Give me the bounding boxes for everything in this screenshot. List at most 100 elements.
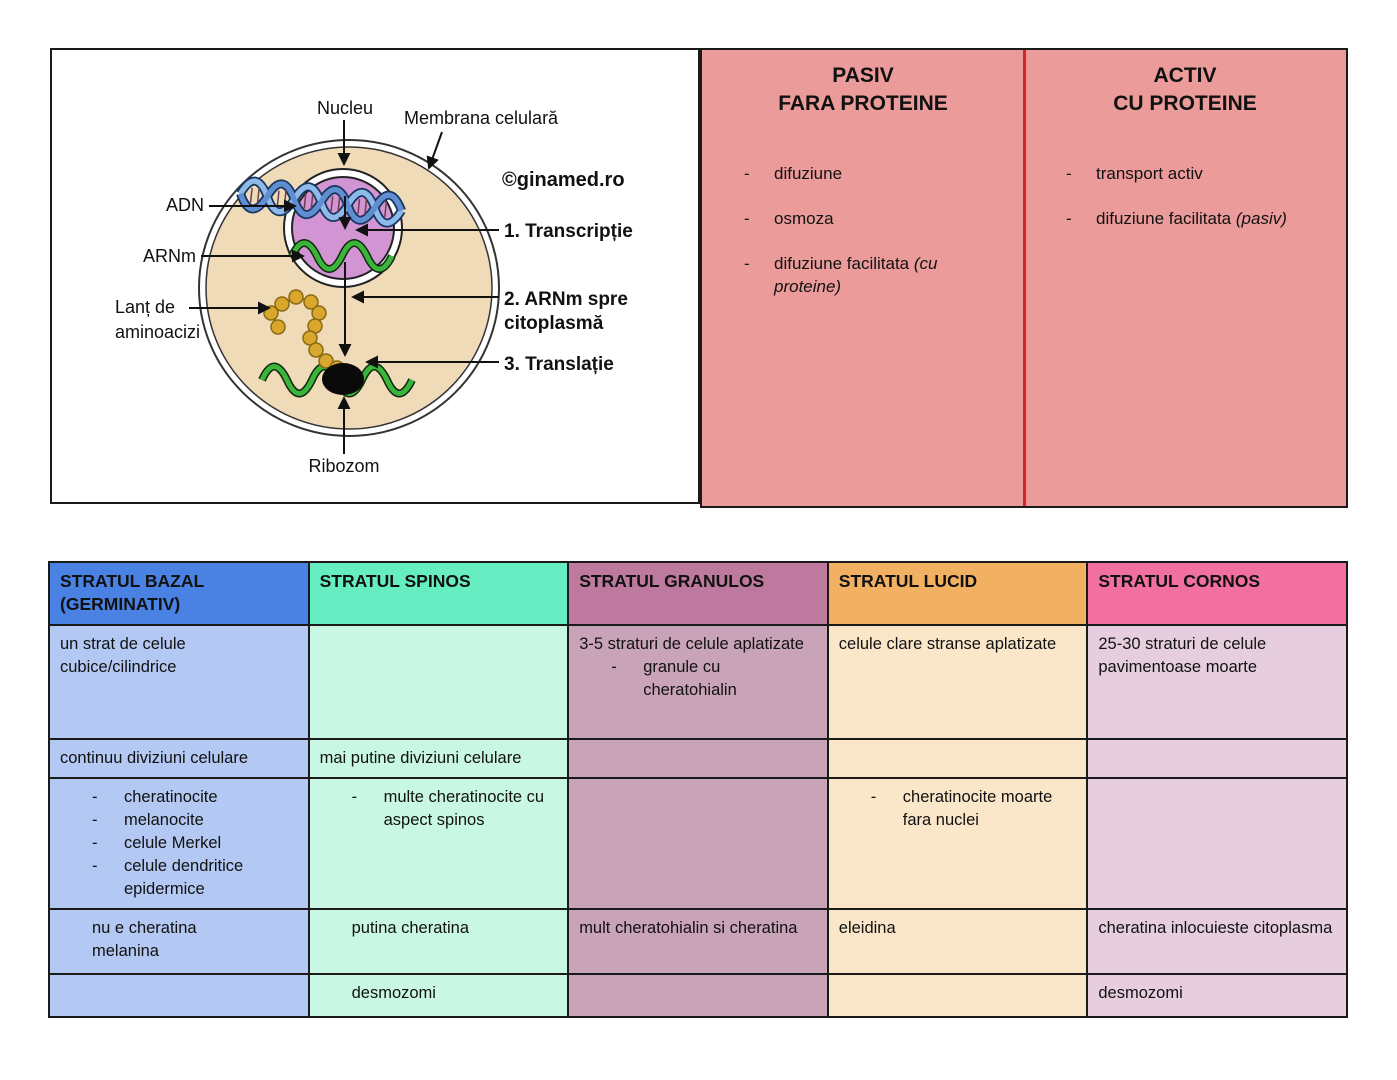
strata-row: un strat de celule cubice/cilindrice 3-5 … xyxy=(48,624,1348,740)
cell-diagram: Nucleu Membrana celulară ©ginamed.ro ADN… xyxy=(115,98,633,476)
strata-cell: 25-30 straturi de celule pavimentoase mo… xyxy=(1086,624,1348,740)
strata-row: continuu diviziuni celulare mai putine di… xyxy=(48,738,1348,779)
bullet-text: cheratinocite xyxy=(124,788,218,806)
cell-text: nu e cheratina melanina xyxy=(92,919,197,960)
strata-cell: 3-5 straturi de celule aplatizate - granul… xyxy=(567,624,829,740)
bullet-text: granule cu cheratohialin xyxy=(643,658,737,699)
transport-item: - difuziune facilitata (pasiv) xyxy=(1024,207,1346,230)
active-column: ACTIV CU PROTEINE -transport activ-difuz… xyxy=(1024,50,1346,506)
bullet-text: celule Merkel xyxy=(124,834,222,852)
bullet-dash: - xyxy=(744,164,750,183)
cell-bullet: - celule dendritice epidermice xyxy=(60,855,298,901)
bullet-dash: - xyxy=(92,857,98,875)
bullet-dash: - xyxy=(744,254,750,273)
watermark: ©ginamed.ro xyxy=(502,169,625,191)
bullet-text: cheratinocite moarte fara nuclei xyxy=(902,788,1053,829)
strata-row: -cheratinocite-melanocite-celule Merkel-… xyxy=(48,777,1348,910)
strata-cell: desmozomi xyxy=(307,973,570,1018)
cell-text: cheratina inlocuieste citoplasma xyxy=(1098,919,1333,937)
strata-cell xyxy=(826,738,1089,779)
strata-header-cell: STRATUL GRANULOS xyxy=(567,561,829,626)
label-amino-chain-1: Lanț de xyxy=(115,297,175,317)
bullet-dash: - xyxy=(611,658,617,676)
transport-item-text: difuziune facilitata (pasiv) xyxy=(1096,209,1287,228)
strata-header-cell: STRATUL LUCID xyxy=(826,561,1089,626)
bullet-dash: - xyxy=(92,788,98,806)
strata-cell: mult cheratohialin si cheratina xyxy=(567,908,829,975)
diagram-arrows xyxy=(189,120,499,454)
strata-cell xyxy=(567,777,829,910)
transport-item-text: difuziune facilitata (cu proteine) xyxy=(774,254,938,296)
cell-bullet: - celule Merkel xyxy=(60,832,298,855)
transport-item: - difuziune facilitata (cu proteine) xyxy=(702,252,1024,298)
active-title: ACTIV CU PROTEINE xyxy=(1113,64,1257,115)
label-amino-chain-2: aminoacizi xyxy=(115,322,200,342)
cell-text: 3-5 straturi de celule aplatizate xyxy=(579,635,804,653)
bullet-dash: - xyxy=(92,834,98,852)
ribosome xyxy=(322,363,364,395)
strata-cell: celule clare stranse aplatizate xyxy=(826,624,1089,740)
strata-cell: -cheratinocite-melanocite-celule Merkel-… xyxy=(48,777,310,910)
passive-list: - difuziune - osmoza - difuziune facilitata (… xyxy=(702,162,1024,298)
label-ribosome: Ribozom xyxy=(308,456,379,476)
cell-text: continuu diviziuni celulare xyxy=(60,749,249,767)
strata-table: STRATUL BAZAL (GERMINATIV)STRATUL SPINOS… xyxy=(48,561,1348,1018)
strata-header-cell: STRATUL BAZAL (GERMINATIV) xyxy=(48,561,310,626)
transport-item-text: difuziune xyxy=(774,164,843,183)
cell-bullet: -cheratinocite moarte fara nuclei xyxy=(839,786,1077,832)
cell-bullet: - cheratinocite xyxy=(60,786,298,809)
label-nucleus: Nucleu xyxy=(317,98,373,118)
label-step1: 1. Transcripție xyxy=(504,221,633,242)
label-step3: 3. Translație xyxy=(504,354,614,375)
transport-item: -transport activ xyxy=(1024,162,1346,185)
strata-cell: mai putine diviziuni celulare xyxy=(307,738,570,779)
strata-cell xyxy=(48,973,310,1018)
label-dna: ADN xyxy=(166,195,204,215)
strata-cell xyxy=(307,624,570,740)
strata-cell xyxy=(826,973,1089,1018)
label-mrna: ARNm xyxy=(143,246,196,266)
strata-row: desmozomi desmozomi xyxy=(48,973,1348,1018)
bullet-dash: - xyxy=(744,209,750,228)
bullet-text: melanocite xyxy=(124,811,204,829)
dna-helix xyxy=(236,176,406,228)
cell-diagram-panel: Nucleu Membrana celulară ©ginamed.ro ADN… xyxy=(50,48,700,504)
strata-table-wrap: STRATUL BAZAL (GERMINATIV)STRATUL SPINOS… xyxy=(48,561,1348,1018)
passive-column: PASIV FARA PROTEINE - difuziune - osmoza - di… xyxy=(702,50,1024,506)
strata-cell xyxy=(567,738,829,779)
strata-cell: nu e cheratina melanina xyxy=(48,908,310,975)
strata-cell xyxy=(567,973,829,1018)
cell-bullet: -multe cheratinocite cu aspect spinos xyxy=(320,786,558,832)
strata-header-cell: STRATUL SPINOS xyxy=(307,561,570,626)
bullet-text: celule dendritice epidermice xyxy=(124,857,244,898)
cell-bullet: - granule cu cheratohialin xyxy=(579,656,817,702)
panel-divider xyxy=(1023,50,1026,506)
mrna-wave-nucleus xyxy=(288,239,396,273)
cell-text: un strat de celule cubice/cilindrice xyxy=(60,635,186,676)
strata-cell: cheratina inlocuieste citoplasma xyxy=(1086,908,1348,975)
strata-cell xyxy=(1086,777,1348,910)
strata-cell xyxy=(1086,738,1348,779)
strata-cell: -multe cheratinocite cu aspect spinos xyxy=(307,777,570,910)
cell-text: desmozomi xyxy=(1098,984,1183,1002)
passive-title: PASIV FARA PROTEINE xyxy=(778,64,948,115)
cell-text: 25-30 straturi de celule pavimentoase mo… xyxy=(1098,635,1267,676)
cell-bullet: - melanocite xyxy=(60,809,298,832)
strata-header-cell: STRATUL CORNOS xyxy=(1086,561,1348,626)
bullet-dash: - xyxy=(92,811,98,829)
transport-item: - osmoza xyxy=(702,207,1024,230)
active-list: -transport activ-difuziune facilitata (p… xyxy=(1024,162,1346,230)
cell-text: eleidina xyxy=(838,919,896,937)
bullet-dash: - xyxy=(1066,164,1072,183)
bullet-text: multe cheratinocite cu aspect spinos xyxy=(383,788,545,829)
cytoplasm xyxy=(205,146,493,430)
bullet-dash: - xyxy=(1066,209,1072,228)
strata-cell: desmozomi xyxy=(1086,973,1348,1018)
strata-cell: un strat de celule cubice/cilindrice xyxy=(48,624,310,740)
strata-cell: -cheratinocite moarte fara nuclei xyxy=(826,777,1089,910)
label-membrane: Membrana celulară xyxy=(404,108,559,128)
strata-cell: continuu diviziuni celulare xyxy=(48,738,310,779)
cell-text: desmozomi xyxy=(351,984,436,1002)
transport-item-text: osmoza xyxy=(774,209,834,228)
cell-text: mai putine diviziuni celulare xyxy=(319,749,522,767)
